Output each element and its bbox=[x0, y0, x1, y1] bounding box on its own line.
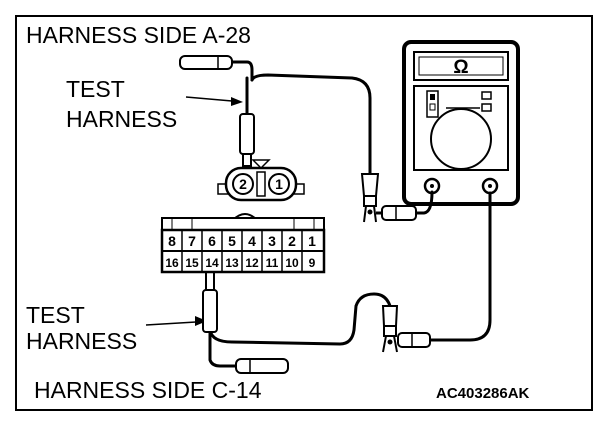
c14-pin-5: 5 bbox=[228, 233, 236, 249]
alligator-clip-bottom bbox=[381, 305, 399, 353]
plug-meter-right bbox=[397, 332, 431, 348]
c14-pin-16: 16 bbox=[165, 256, 179, 270]
c14-pin-2: 2 bbox=[288, 233, 296, 249]
connector-c14: 8 7 6 5 4 3 2 1 16 15 14 13 12 11 10 9 bbox=[160, 213, 326, 274]
c14-pin-13: 13 bbox=[225, 256, 239, 270]
label-harness-side-a28: HARNESS SIDE A-28 bbox=[26, 22, 251, 48]
diagram-frame bbox=[15, 15, 593, 411]
label-harness-side-c14: HARNESS SIDE C-14 bbox=[34, 377, 262, 403]
probe-top bbox=[239, 113, 255, 175]
c14-pin-6: 6 bbox=[208, 233, 216, 249]
c14-pin-4: 4 bbox=[248, 233, 256, 249]
c14-pin-1: 1 bbox=[308, 233, 316, 249]
label-test-harness-top-2: HARNESS bbox=[66, 106, 177, 132]
svg-text:1: 1 bbox=[275, 176, 283, 192]
c14-pin-10: 10 bbox=[285, 256, 299, 270]
connector-a28: 2 1 bbox=[217, 159, 305, 202]
ohmmeter: Ω bbox=[402, 40, 520, 206]
arrow-test-harness-bottom bbox=[145, 316, 207, 326]
c14-pin-7: 7 bbox=[188, 233, 196, 249]
connector-a28-pin-2 bbox=[232, 173, 254, 195]
figure-code: AC403286AK bbox=[436, 385, 530, 402]
connector-a28-pin-1 bbox=[268, 173, 290, 195]
c14-pin-15: 15 bbox=[185, 256, 199, 270]
label-test-harness-bottom-2: HARNESS bbox=[26, 328, 137, 354]
label-test-harness-top-1: TEST bbox=[66, 76, 125, 102]
arrow-test-harness-top bbox=[185, 96, 243, 106]
label-test-harness-bottom-1: TEST bbox=[26, 302, 85, 328]
svg-text:2: 2 bbox=[239, 176, 247, 192]
c14-pin-14: 14 bbox=[205, 256, 219, 270]
plug-meter-left bbox=[376, 205, 417, 221]
alligator-clip-top bbox=[360, 173, 380, 223]
c14-pin-12: 12 bbox=[245, 256, 259, 270]
test-leads bbox=[208, 60, 492, 368]
connector-c14-lock-tab bbox=[161, 217, 325, 231]
ohm-symbol: Ω bbox=[453, 57, 468, 78]
c14-pin-11: 11 bbox=[266, 256, 279, 270]
connector-a28-lock-icon bbox=[251, 159, 271, 170]
meter-dial bbox=[430, 108, 492, 170]
c14-pin-9: 9 bbox=[309, 256, 316, 270]
plug-bottom bbox=[235, 358, 289, 374]
plug-top-left bbox=[179, 55, 233, 70]
c14-pin-8: 8 bbox=[168, 233, 176, 249]
c14-pin-3: 3 bbox=[268, 233, 276, 249]
